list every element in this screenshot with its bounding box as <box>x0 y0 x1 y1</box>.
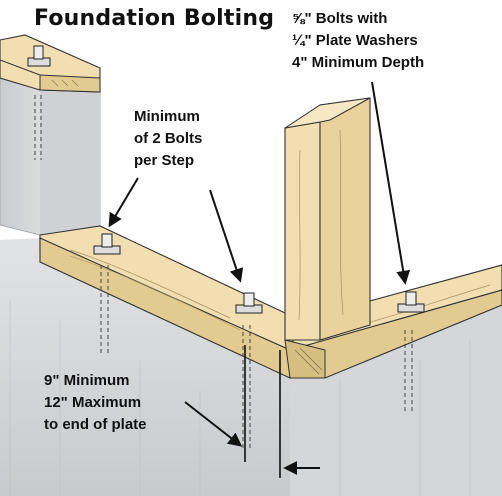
bolts-per-step-line-1: Minimum <box>134 108 200 125</box>
arrow-icon <box>108 81 411 475</box>
bolts-per-step-line-3: per Step <box>134 152 195 169</box>
bolt-spec-line-3: 4" Minimum Depth <box>292 54 425 71</box>
bolt-spec-callout: ⅝" Bolts with ¼" Plate Washers 4" Minimu… <box>292 8 424 74</box>
end-distance-line-2: 12" Maximum <box>44 394 142 411</box>
bolt-spec-line-2: ¼" Plate Washers <box>292 32 418 49</box>
bolts-per-step-line-2: of 2 Bolts <box>134 130 203 147</box>
wood-post <box>284 97 371 341</box>
dimension-lines <box>244 345 281 478</box>
diagram-title: Foundation Bolting <box>34 6 275 31</box>
end-distance-line-3: to end of plate <box>44 416 147 433</box>
bolt-spec-line-1: ⅝" Bolts with <box>292 10 388 27</box>
bolts-per-step-callout: Minimum of 2 Bolts per Step <box>134 106 202 172</box>
end-distance-line-1: 9" Minimum <box>44 372 130 389</box>
end-distance-callout: 9" Minimum 12" Maximum to end of plate <box>44 370 147 436</box>
anchor-bolt-icon <box>27 45 425 450</box>
